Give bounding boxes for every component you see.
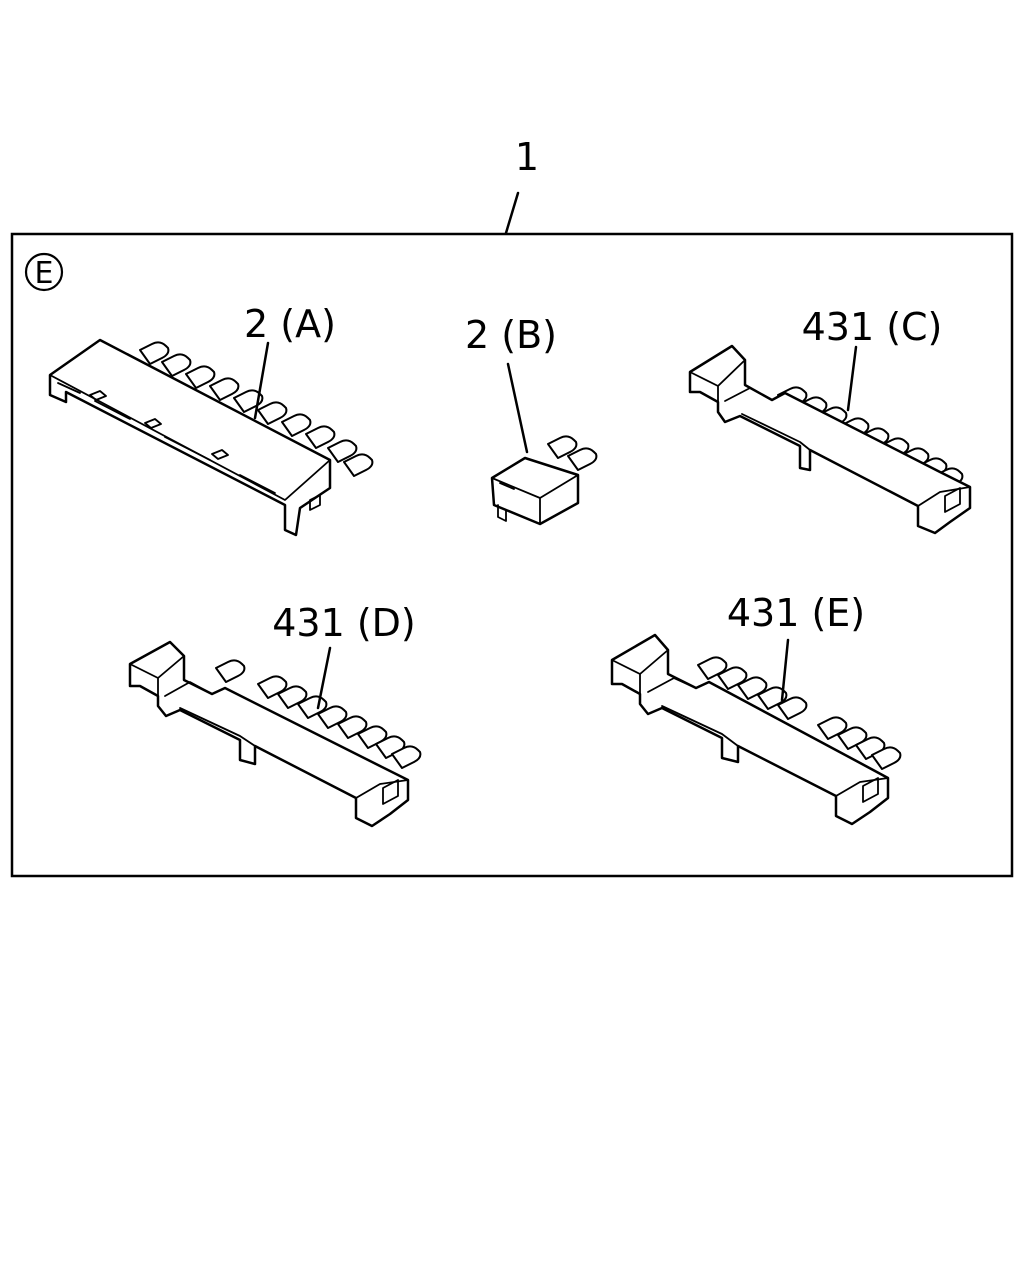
callout-part-b: 2 (B) bbox=[465, 313, 557, 357]
connector-part-a bbox=[48, 338, 374, 537]
leader-part-b bbox=[506, 362, 529, 454]
callout-part-d: 431 (D) bbox=[272, 601, 416, 645]
assembly-callout: 1 bbox=[515, 135, 539, 179]
connector-part-e bbox=[610, 633, 902, 826]
leader-part-a bbox=[253, 341, 270, 420]
leader-part-c bbox=[846, 345, 858, 412]
assembly-frame bbox=[10, 232, 1014, 878]
connector-part-d bbox=[128, 640, 422, 828]
leader-part-e bbox=[780, 638, 790, 702]
callout-part-c: 431 (C) bbox=[802, 305, 943, 349]
view-marker-label: E bbox=[35, 256, 54, 291]
connector-part-b bbox=[490, 435, 598, 526]
connector-part-c bbox=[688, 344, 972, 535]
assembly-leader-line bbox=[504, 191, 520, 235]
callout-part-e: 431 (E) bbox=[727, 591, 865, 635]
view-marker-circle bbox=[24, 252, 64, 292]
leader-part-d bbox=[316, 646, 332, 710]
callout-part-a: 2 (A) bbox=[244, 302, 336, 346]
